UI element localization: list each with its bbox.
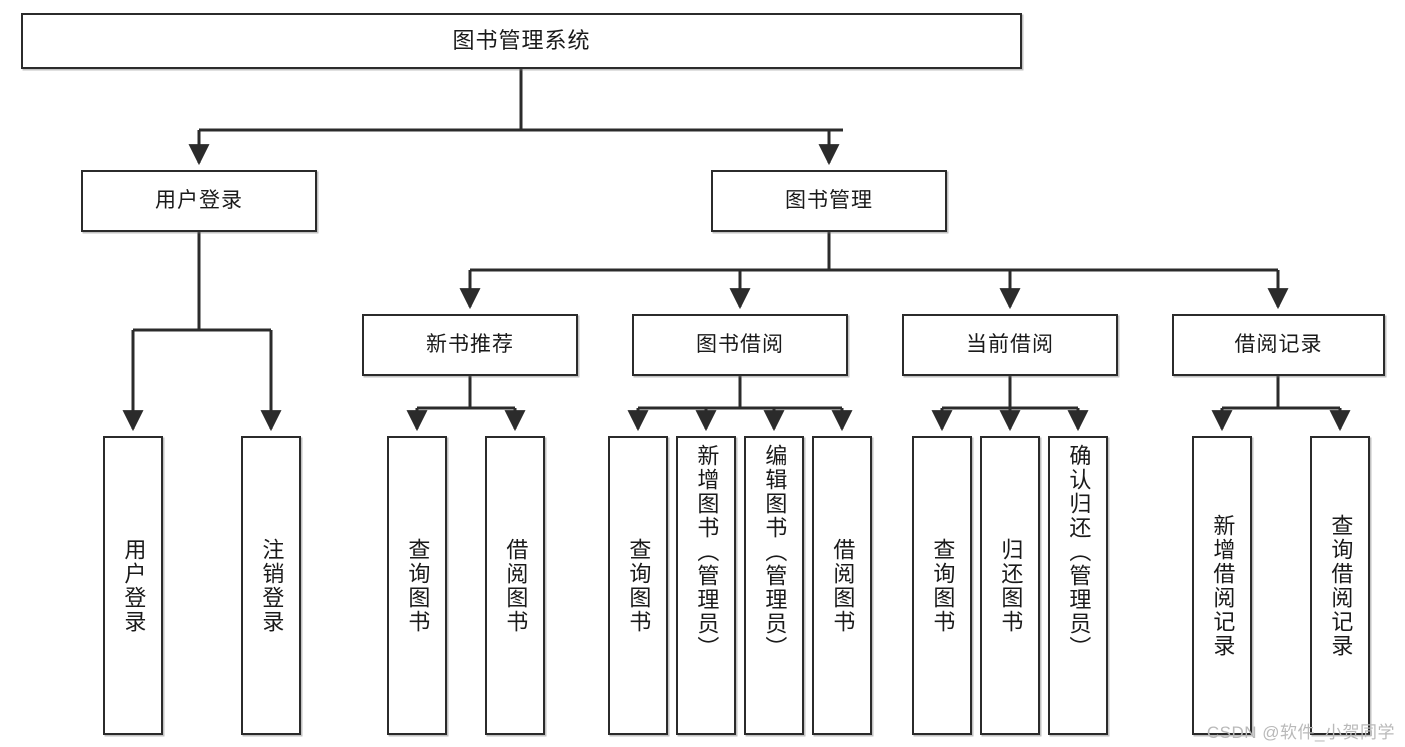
leaf-label: 借阅图书 — [503, 537, 529, 634]
node-book-borrow[interactable]: 图书借阅 — [632, 314, 848, 376]
leaf-label: 查询图书 — [930, 537, 956, 634]
leaf-label: 用户登录 — [121, 537, 147, 634]
leaf-label: 查询图书 — [626, 537, 652, 634]
leaf-user-login-signout[interactable]: 注销登录 — [241, 436, 301, 735]
leaf-current-query-book[interactable]: 查询图书 — [912, 436, 972, 735]
leaf-label: 确认归还（管理员） — [1066, 444, 1092, 660]
leaf-current-confirm-return-admin[interactable]: 确认归还（管理员） — [1048, 436, 1108, 735]
node-user-login[interactable]: 用户登录 — [81, 170, 317, 232]
leaf-label: 注销登录 — [259, 537, 285, 634]
node-new-book-recommend[interactable]: 新书推荐 — [362, 314, 578, 376]
leaf-new-book-borrow[interactable]: 借阅图书 — [485, 436, 545, 735]
watermark: CSDN @软件_小贺同学 — [1206, 723, 1395, 742]
leaf-label: 归还图书 — [998, 537, 1024, 634]
leaf-borrow-borrow-book[interactable]: 借阅图书 — [812, 436, 872, 735]
leaf-label: 新增图书（管理员） — [694, 444, 720, 660]
leaf-label: 查询借阅记录 — [1328, 513, 1354, 658]
leaf-label: 借阅图书 — [830, 537, 856, 634]
leaf-borrow-query-book[interactable]: 查询图书 — [608, 436, 668, 735]
node-root[interactable]: 图书管理系统 — [21, 13, 1022, 69]
node-book-management[interactable]: 图书管理 — [711, 170, 947, 232]
node-current-borrow[interactable]: 当前借阅 — [902, 314, 1118, 376]
node-borrow-records[interactable]: 借阅记录 — [1172, 314, 1385, 376]
leaf-borrow-add-book-admin[interactable]: 新增图书（管理员） — [676, 436, 736, 735]
leaf-current-return-book[interactable]: 归还图书 — [980, 436, 1040, 735]
leaf-label: 查询图书 — [405, 537, 431, 634]
leaf-records-add-record[interactable]: 新增借阅记录 — [1192, 436, 1252, 735]
leaf-borrow-edit-book-admin[interactable]: 编辑图书（管理员） — [744, 436, 804, 735]
leaf-label: 新增借阅记录 — [1210, 513, 1236, 658]
leaf-records-query-record[interactable]: 查询借阅记录 — [1310, 436, 1370, 735]
leaf-user-login-signin[interactable]: 用户登录 — [103, 436, 163, 735]
leaf-new-book-query[interactable]: 查询图书 — [387, 436, 447, 735]
leaf-label: 编辑图书（管理员） — [762, 444, 788, 660]
